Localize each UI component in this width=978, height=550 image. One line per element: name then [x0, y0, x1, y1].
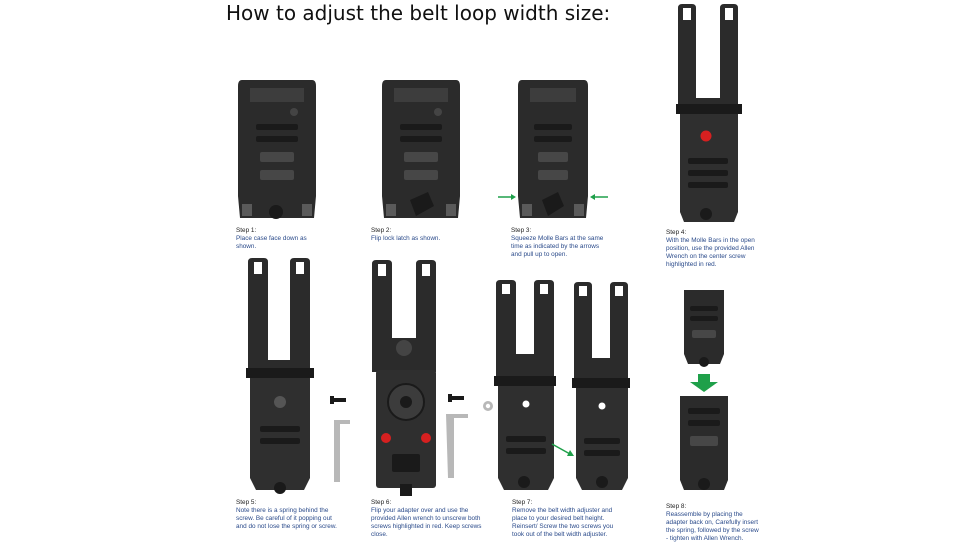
step-4-caption: Step 4: With the Molle Bars in the open … [666, 229, 762, 269]
left-green-arrow-icon [498, 194, 516, 200]
step-6-image [372, 260, 468, 496]
step-3-caption: Step 3: Squeeze Molle Bars at the same t… [511, 227, 611, 259]
step-text: Note there is a spring behind the screw.… [236, 507, 337, 530]
step-text: Place case face down as shown. [236, 235, 307, 250]
step-8-image [680, 290, 728, 490]
green-arrow-icon [551, 443, 574, 456]
step-1-caption: Step 1: Place case face down as shown. [236, 227, 316, 251]
step-8-caption: Step 8: Reassemble by placing the adapte… [666, 503, 762, 543]
step-text: Flip lock latch as shown. [371, 235, 441, 242]
step-6-caption: Step 6: Flip your adapter over and use t… [371, 499, 483, 539]
step-5-image [246, 258, 350, 494]
step-text: Reassemble by placing the adapter back o… [666, 511, 759, 542]
green-down-arrow-icon [690, 374, 718, 392]
step-7-image [483, 280, 630, 490]
step-text: Squeeze Molle Bars at the same time as i… [511, 235, 604, 258]
step-label: Step 5: [236, 499, 257, 506]
step-text: Remove the belt width adjuster and place… [512, 507, 614, 538]
left-screw-highlight [381, 433, 391, 443]
step-label: Step 1: [236, 227, 257, 234]
step-7-caption: Step 7: Remove the belt width adjuster a… [512, 499, 626, 539]
step-label: Step 6: [371, 499, 392, 506]
step-1-image [238, 80, 316, 219]
center-screw-highlight [700, 130, 712, 142]
page-title: How to adjust the belt loop width size: [226, 1, 611, 25]
step-text: With the Molle Bars in the open position… [666, 237, 755, 268]
step-label: Step 4: [666, 229, 687, 236]
step-2-image [382, 80, 460, 218]
step-label: Step 8: [666, 503, 687, 510]
step-4-image [676, 4, 742, 222]
screw-icon [330, 396, 346, 404]
step-3-image [498, 80, 608, 218]
right-screw-highlight [421, 433, 431, 443]
screw-icon [448, 394, 464, 402]
allen-wrench-icon [334, 420, 350, 482]
allen-wrench-icon [446, 414, 468, 478]
step-label: Step 3: [511, 227, 532, 234]
right-green-arrow-icon [590, 194, 608, 200]
step-2-caption: Step 2: Flip lock latch as shown. [371, 227, 471, 243]
step-text: Flip your adapter over and use the provi… [371, 507, 482, 538]
step-5-caption: Step 5: Note there is a spring behind th… [236, 499, 344, 531]
washer-icon [483, 401, 493, 411]
step-label: Step 2: [371, 227, 392, 234]
step-label: Step 7: [512, 499, 533, 506]
